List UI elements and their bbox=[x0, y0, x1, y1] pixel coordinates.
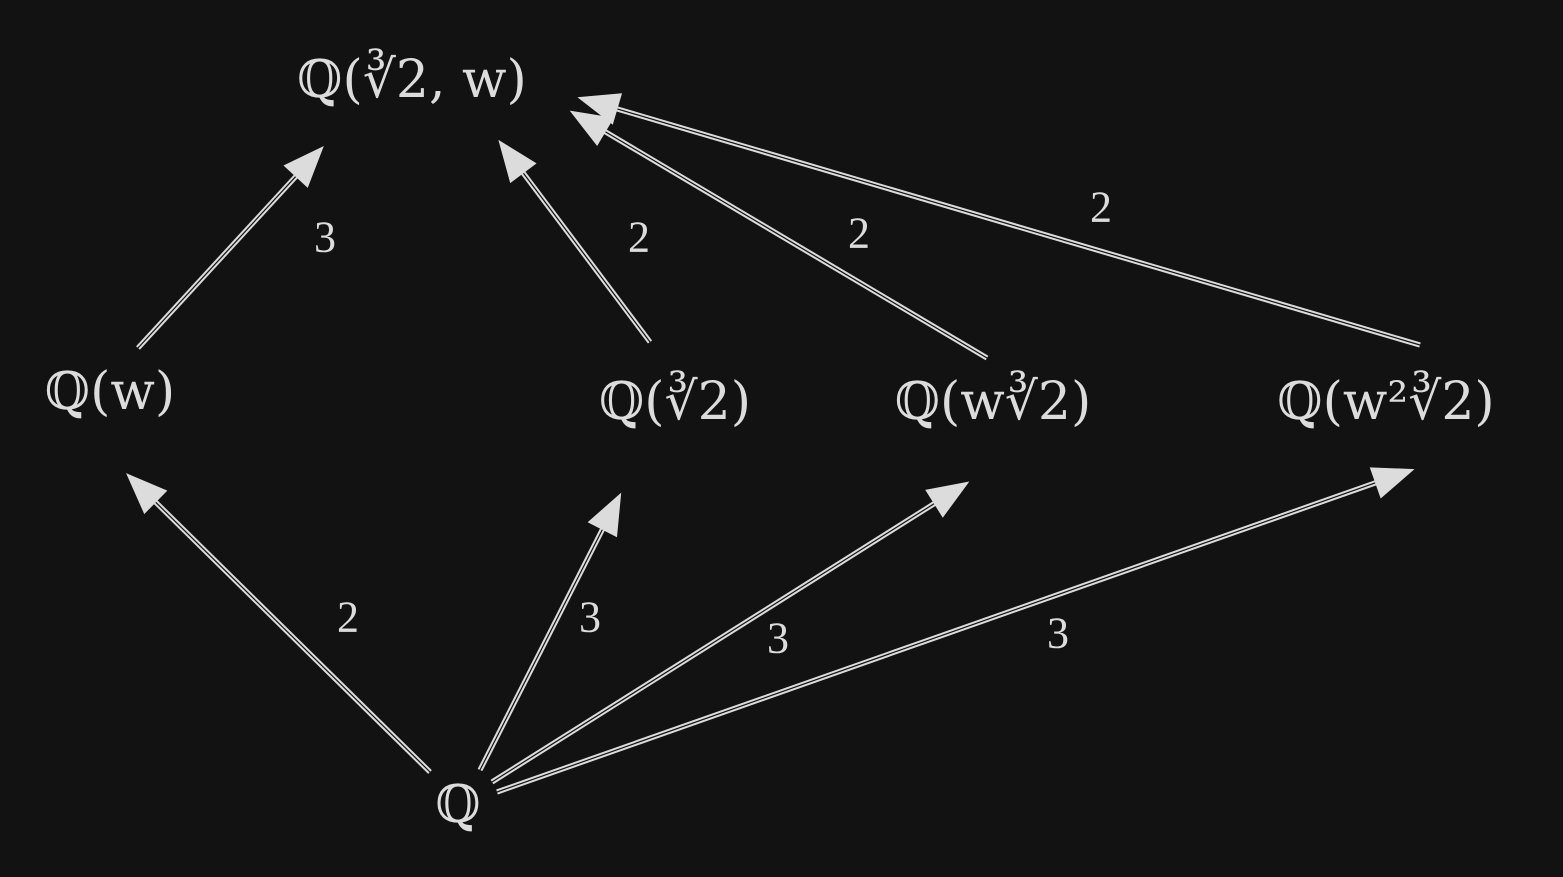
arrowhead bbox=[126, 473, 168, 515]
edge-q-qw2c bbox=[496, 467, 1415, 795]
node-qw2c: ℚ(w²∛2) bbox=[1277, 372, 1495, 432]
edge-label-qw-top: 3 bbox=[314, 212, 336, 262]
edge-label-q-qc: 3 bbox=[579, 592, 601, 642]
arrowhead bbox=[498, 139, 537, 184]
edge-line bbox=[492, 503, 937, 785]
edge-line bbox=[520, 172, 650, 344]
edge-line bbox=[604, 129, 989, 358]
edge-line bbox=[523, 170, 653, 342]
arrowhead bbox=[587, 492, 622, 538]
edge-line bbox=[155, 499, 432, 772]
edge-qw2c-top bbox=[577, 93, 1421, 348]
edge-line bbox=[477, 527, 603, 770]
node-qwc: ℚ(w∛2) bbox=[894, 372, 1092, 432]
edge-label-q-qwc: 3 bbox=[767, 613, 789, 663]
edge-line bbox=[136, 174, 296, 348]
edge-line bbox=[138, 176, 299, 350]
edge-label-qc-top: 2 bbox=[628, 212, 650, 262]
node-q: ℚ bbox=[435, 775, 481, 835]
edge-qc-top bbox=[498, 139, 653, 344]
edge-line bbox=[496, 480, 1376, 792]
edge-label-qwc-top: 2 bbox=[848, 208, 870, 258]
edge-line bbox=[497, 483, 1378, 795]
edge-line bbox=[153, 502, 430, 774]
edge-q-qc bbox=[477, 492, 622, 772]
arrowhead bbox=[577, 93, 623, 125]
edge-label-q-qw: 2 bbox=[337, 592, 359, 642]
edge-line bbox=[615, 109, 1420, 348]
arrowhead bbox=[569, 110, 614, 147]
edge-label-qw2c-top: 2 bbox=[1090, 182, 1112, 232]
edge-qwc-top bbox=[569, 110, 989, 361]
edge-line bbox=[603, 131, 987, 361]
edge-q-qw bbox=[126, 473, 432, 774]
edge-line bbox=[480, 529, 606, 772]
edge-qw-top bbox=[136, 145, 324, 350]
node-qc: ℚ(∛2) bbox=[598, 372, 752, 432]
arrowhead bbox=[283, 145, 324, 188]
arrowhead bbox=[925, 481, 970, 518]
node-top: ℚ(∛2, w) bbox=[297, 50, 527, 110]
edge-line bbox=[490, 501, 935, 782]
edge-q-qwc bbox=[490, 481, 970, 785]
edge-line bbox=[616, 106, 1421, 345]
arrowhead bbox=[1369, 467, 1415, 499]
node-qw: ℚ(w) bbox=[44, 362, 176, 422]
edge-label-q-qw2c: 3 bbox=[1047, 608, 1069, 658]
